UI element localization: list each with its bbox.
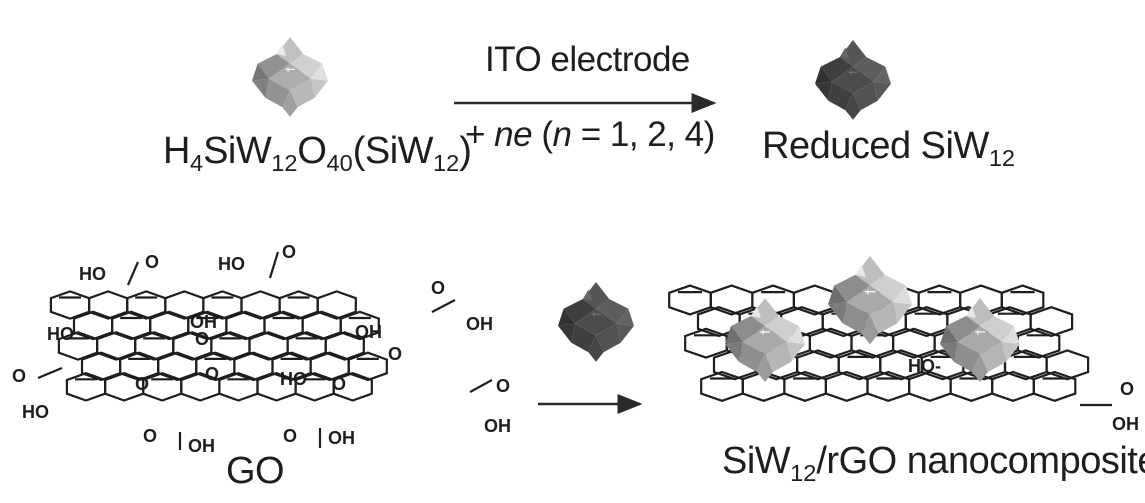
rgo-o: O xyxy=(1120,379,1134,399)
rgo-hexagon-ring xyxy=(866,370,911,402)
go-cooh-tl-o: O xyxy=(145,252,159,272)
go-hexagon-ring xyxy=(316,290,357,320)
rgo-hexagon-ring xyxy=(891,327,936,359)
rgo-hexagon-ring xyxy=(700,370,744,402)
go-cooh-br-oh: OH xyxy=(484,416,511,436)
go-cooh-tm-o: O xyxy=(282,242,296,262)
go-carboxyl-bond xyxy=(37,366,63,380)
go-o-4: O xyxy=(388,344,402,364)
go-cooh-b1-o: O xyxy=(143,426,157,446)
reactant-cluster-icon xyxy=(251,36,329,118)
rgo-hexagon-ring xyxy=(917,284,962,316)
go-carboxyl-bond xyxy=(268,251,280,279)
go-hexagon-ring xyxy=(332,372,373,402)
product-label-top: Reduced SiW12 xyxy=(762,125,1016,172)
arrow-condition-top: ITO electrode xyxy=(485,40,690,79)
go-cooh-b2-oh: OH xyxy=(328,428,355,448)
reduced-cluster-icon xyxy=(814,39,892,121)
go-o-1: O xyxy=(135,374,149,394)
rgo-hexagon-ring xyxy=(1029,306,1074,338)
rgo-hexagon-ring xyxy=(991,370,1035,402)
rgo-hexagon-ring xyxy=(668,284,712,316)
go-hexagon-ring xyxy=(324,331,365,361)
rgo-hexagon-ring xyxy=(1000,284,1045,316)
rgo-oh: OH xyxy=(1112,414,1139,434)
go-ho-1: HO xyxy=(47,324,74,344)
rgo-hexagon-ring xyxy=(783,370,828,402)
arrow-condition-bottom: + ne (n = 1, 2, 4) xyxy=(465,115,715,154)
rgo-hexagon-ring xyxy=(795,349,840,381)
rgo-hexagon-ring xyxy=(1032,370,1077,402)
rgo-hexagon-ring xyxy=(1045,349,1090,381)
go-cooh-r-oh: OH xyxy=(466,314,493,334)
rgo-hexagon-ring xyxy=(709,284,754,316)
rgo-hexagon-ring xyxy=(907,370,952,402)
rgo-hexagon-ring xyxy=(808,327,853,359)
reactant-formula: H4SiW12O40(SiW12) xyxy=(163,130,472,177)
go-cooh-l-o: O xyxy=(12,366,26,386)
go-o-2: O xyxy=(205,364,219,384)
go-hexagon-ring xyxy=(339,310,380,341)
go-cooh-b2-o: O xyxy=(283,426,297,446)
go-oh-2: OH xyxy=(355,322,382,342)
rgo-ho: HO- xyxy=(908,356,941,376)
go-o-5: O xyxy=(332,374,346,394)
go-cooh-tm-ho: HO xyxy=(218,254,245,274)
go-hexagon-ring xyxy=(65,372,107,402)
rgo-hexagon-ring xyxy=(949,370,994,402)
go-sheet xyxy=(37,251,493,450)
go-cooh-tl-ho: HO xyxy=(79,264,106,284)
go-hexagon-ring xyxy=(218,372,259,402)
go-carboxyl-bond xyxy=(431,299,456,313)
go-o-3: O xyxy=(195,329,209,349)
product-label-bottom: SiW12/rGO nanocomposite xyxy=(722,440,1145,487)
go-cooh-b1-oh: OH xyxy=(188,436,215,456)
rgo-hexagon-ring xyxy=(837,349,882,381)
go-label: GO xyxy=(226,450,285,492)
rgo-hexagon-ring xyxy=(792,284,837,316)
rgo-hexagon-ring xyxy=(904,306,949,338)
go-oh-1: OH xyxy=(190,312,217,332)
reduced-cluster-reagent-icon xyxy=(557,281,635,363)
go-carboxyl-bond xyxy=(126,261,140,286)
go-hexagon-ring xyxy=(347,351,388,382)
rgo-hexagon-ring xyxy=(1016,327,1061,359)
rgo-hexagon-ring xyxy=(684,327,728,359)
go-cooh-br-o: O xyxy=(496,376,510,396)
go-cooh-l-ho: HO xyxy=(22,402,49,422)
go-carboxyl-bond xyxy=(469,379,493,393)
rgo-hexagon-ring xyxy=(824,370,869,402)
go-cooh-r-o: O xyxy=(431,278,445,298)
go-ho-2: HO xyxy=(280,369,307,389)
